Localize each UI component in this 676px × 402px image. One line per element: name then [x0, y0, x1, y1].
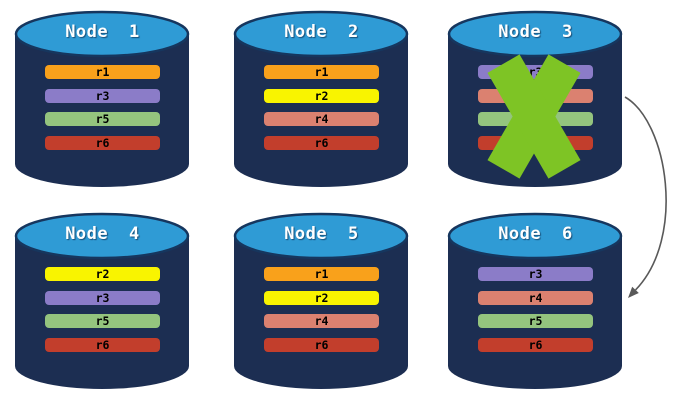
replica-bar: r6 — [45, 338, 160, 353]
replica-label: r4 — [528, 290, 543, 305]
replica-bar: r1 — [45, 65, 160, 79]
replica-label: r3 — [95, 290, 110, 305]
replica-bar: r4 — [264, 112, 379, 127]
replica-list: r3 r4 r5 r6 — [447, 210, 624, 392]
replica-bar: r5 — [45, 112, 160, 127]
replica-bar: r3 — [45, 290, 160, 305]
replica-bar: r1 — [264, 65, 379, 79]
node-1: Node 1 r1 r3 r5 r6 — [14, 8, 191, 190]
replica-label: r6 — [528, 338, 543, 353]
replica-label: r5 — [95, 112, 110, 127]
replica-label: r1 — [95, 65, 110, 79]
replica-list: r2 r3 r5 r6 — [14, 210, 191, 392]
replica-list: r1 r2 r4 r6 — [233, 210, 410, 392]
replica-bar: r6 — [264, 136, 379, 151]
replica-bar: r6 — [45, 136, 160, 151]
replica-label: r1 — [314, 65, 329, 79]
replica-label: r2 — [314, 290, 329, 305]
node-title: Node 5 — [284, 224, 359, 244]
node-title: Node 3 — [498, 22, 573, 42]
replica-label: r1 — [314, 267, 329, 281]
replica-label: r6 — [95, 136, 110, 151]
replica-label: r3 — [95, 88, 110, 103]
node-4: Node 4 r2 r3 r5 r6 — [14, 210, 191, 392]
node-3: Node 3 r3 — [447, 8, 624, 190]
node-title: Node 2 — [284, 22, 359, 42]
replica-bar: r3 — [478, 267, 593, 281]
node-5: Node 5 r1 r2 r4 r6 — [233, 210, 410, 392]
replica-bar: r2 — [264, 290, 379, 305]
node-title: Node 4 — [65, 224, 140, 244]
failover-arrowhead-icon — [628, 286, 639, 298]
replica-bar: r5 — [45, 314, 160, 329]
replica-bar: r1 — [264, 267, 379, 281]
replica-label: r5 — [95, 314, 110, 329]
replica-label: r5 — [528, 314, 543, 329]
replica-bar: r3 — [45, 88, 160, 103]
node-2: Node 2 r1 r2 r4 r6 — [233, 8, 410, 190]
replica-label: r6 — [314, 338, 329, 353]
replica-label: r2 — [314, 88, 329, 103]
replica-bar: r6 — [478, 338, 593, 353]
node-6: Node 6 r3 r4 r5 r6 — [447, 210, 624, 392]
replica-bar: r2 — [45, 267, 160, 281]
replica-list: r1 r2 r4 r6 — [233, 8, 410, 190]
replica-bar: r4 — [264, 314, 379, 329]
node-title: Node 6 — [498, 224, 573, 244]
replica-label: r6 — [95, 338, 110, 353]
replica-label: r4 — [314, 314, 329, 329]
replica-bar: r6 — [264, 338, 379, 353]
replica-label: r4 — [314, 112, 329, 127]
replica-bar: r2 — [264, 88, 379, 103]
replica-label: r3 — [528, 267, 543, 281]
failover-arrow-curve — [624, 96, 667, 291]
failure-x-icon — [487, 54, 581, 179]
replica-label: r6 — [314, 136, 329, 151]
replica-bar: r5 — [478, 314, 593, 329]
replica-list: r1 r3 r5 r6 — [14, 8, 191, 190]
node-title: Node 1 — [65, 22, 140, 42]
replica-bar: r4 — [478, 290, 593, 305]
replica-label: r2 — [95, 267, 110, 281]
